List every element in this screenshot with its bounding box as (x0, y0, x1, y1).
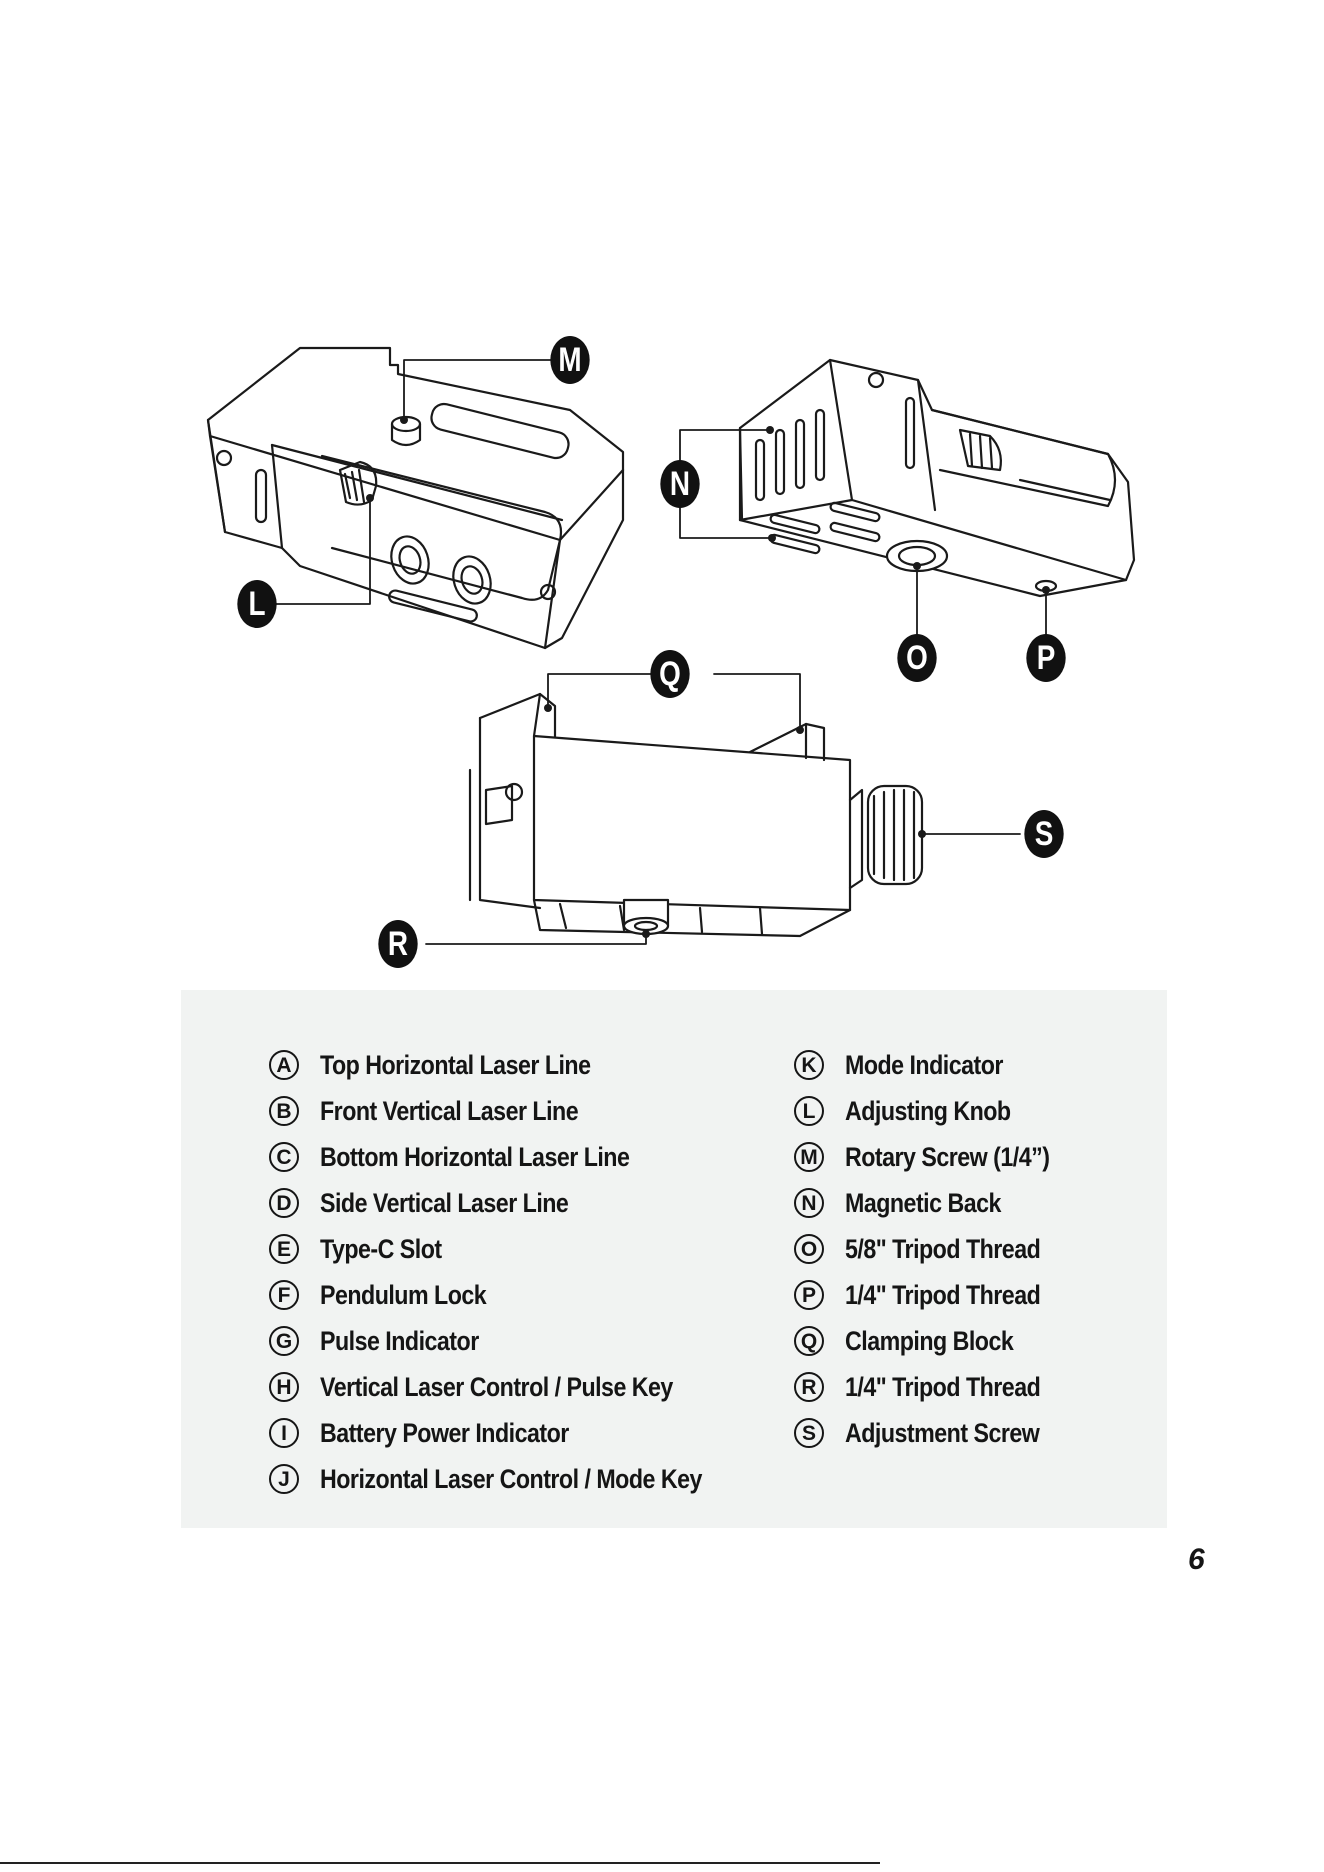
legend-item: C Bottom Horizontal Laser Line (269, 1134, 764, 1180)
legend-column-right: K Mode Indicator L Adjusting Knob M Rotary … (794, 1042, 1083, 1456)
legend-letter-badge: I (269, 1418, 299, 1448)
legend-label: Adjustment Screw (845, 1417, 1040, 1448)
bottom-rule (0, 1862, 880, 1864)
legend-item: N Magnetic Back (794, 1180, 1083, 1226)
legend-item: O 5/8" Tripod Thread (794, 1226, 1083, 1272)
mount-top-view (206, 346, 625, 650)
callout-q: Q (650, 650, 690, 698)
legend-label: Mode Indicator (845, 1049, 1003, 1080)
legend-label: Pulse Indicator (320, 1325, 479, 1356)
legend-label: Clamping Block (845, 1325, 1014, 1356)
legend-letter-badge: G (269, 1326, 299, 1356)
legend-label: Front Vertical Laser Line (320, 1095, 579, 1126)
legend-label: Bottom Horizontal Laser Line (320, 1141, 630, 1172)
legend-label: Pendulum Lock (320, 1279, 487, 1310)
legend-item: M Rotary Screw (1/4”) (794, 1134, 1083, 1180)
legend-letter-badge: C (269, 1142, 299, 1172)
legend-letter-badge: Q (794, 1326, 824, 1356)
mount-diagram (206, 346, 1136, 945)
callout-o: O (897, 634, 937, 682)
legend-label: 1/4" Tripod Thread (845, 1279, 1041, 1310)
legend-letter-badge: J (269, 1464, 299, 1494)
legend-item: R 1/4" Tripod Thread (794, 1364, 1083, 1410)
legend-label: Top Horizontal Laser Line (320, 1049, 591, 1080)
callout-l: L (237, 580, 277, 628)
legend-letter-badge: E (269, 1234, 299, 1264)
legend-letter-badge: L (794, 1096, 824, 1126)
legend-label: Type-C Slot (320, 1233, 442, 1264)
legend-item: Q Clamping Block (794, 1318, 1083, 1364)
legend-item: A Top Horizontal Laser Line (269, 1042, 764, 1088)
legend-item: G Pulse Indicator (269, 1318, 764, 1364)
legend-item: D Side Vertical Laser Line (269, 1180, 764, 1226)
legend-panel: A Top Horizontal Laser Line B Front Vertic… (181, 990, 1167, 1528)
mount-back-view (738, 358, 1136, 598)
legend-letter-badge: N (794, 1188, 824, 1218)
legend-label: Battery Power Indicator (320, 1417, 569, 1448)
legend-letter-badge: F (269, 1280, 299, 1310)
legend-letter-badge: S (794, 1418, 824, 1448)
callout-n: N (660, 460, 700, 508)
legend-item: K Mode Indicator (794, 1042, 1083, 1088)
callout-p: P (1026, 634, 1066, 682)
callout-r: R (378, 920, 418, 968)
callout-m: M (550, 336, 590, 384)
legend-item: I Battery Power Indicator (269, 1410, 764, 1456)
legend-letter-badge: B (269, 1096, 299, 1126)
legend-label: 1/4" Tripod Thread (845, 1371, 1041, 1402)
leader-dots (366, 416, 1050, 938)
callout-s: S (1024, 810, 1064, 858)
legend-label: Rotary Screw (1/4”) (845, 1141, 1050, 1172)
legend-label: Horizontal Laser Control / Mode Key (320, 1463, 702, 1494)
legend-label: Vertical Laser Control / Pulse Key (320, 1371, 673, 1402)
legend-letter-badge: R (794, 1372, 824, 1402)
legend-item: P 1/4" Tripod Thread (794, 1272, 1083, 1318)
legend-item: B Front Vertical Laser Line (269, 1088, 764, 1134)
legend-letter-badge: P (794, 1280, 824, 1310)
page-number: 6 (1188, 1543, 1205, 1576)
legend-item: J Horizontal Laser Control / Mode Key (269, 1456, 764, 1502)
mount-clamp-view (468, 692, 924, 938)
legend-letter-badge: M (794, 1142, 824, 1172)
legend-item: E Type-C Slot (269, 1226, 764, 1272)
legend-label: Adjusting Knob (845, 1095, 1011, 1126)
legend-item: F Pendulum Lock (269, 1272, 764, 1318)
legend-item: H Vertical Laser Control / Pulse Key (269, 1364, 764, 1410)
legend-letter-badge: A (269, 1050, 299, 1080)
legend-item: L Adjusting Knob (794, 1088, 1083, 1134)
legend-label: Magnetic Back (845, 1187, 1001, 1218)
legend-label: Side Vertical Laser Line (320, 1187, 569, 1218)
legend-column-left: A Top Horizontal Laser Line B Front Vertic… (269, 1042, 764, 1502)
legend-letter-badge: H (269, 1372, 299, 1402)
legend-letter-badge: O (794, 1234, 824, 1264)
legend-letter-badge: K (794, 1050, 824, 1080)
legend-letter-badge: D (269, 1188, 299, 1218)
legend-item: S Adjustment Screw (794, 1410, 1083, 1456)
legend-label: 5/8" Tripod Thread (845, 1233, 1041, 1264)
